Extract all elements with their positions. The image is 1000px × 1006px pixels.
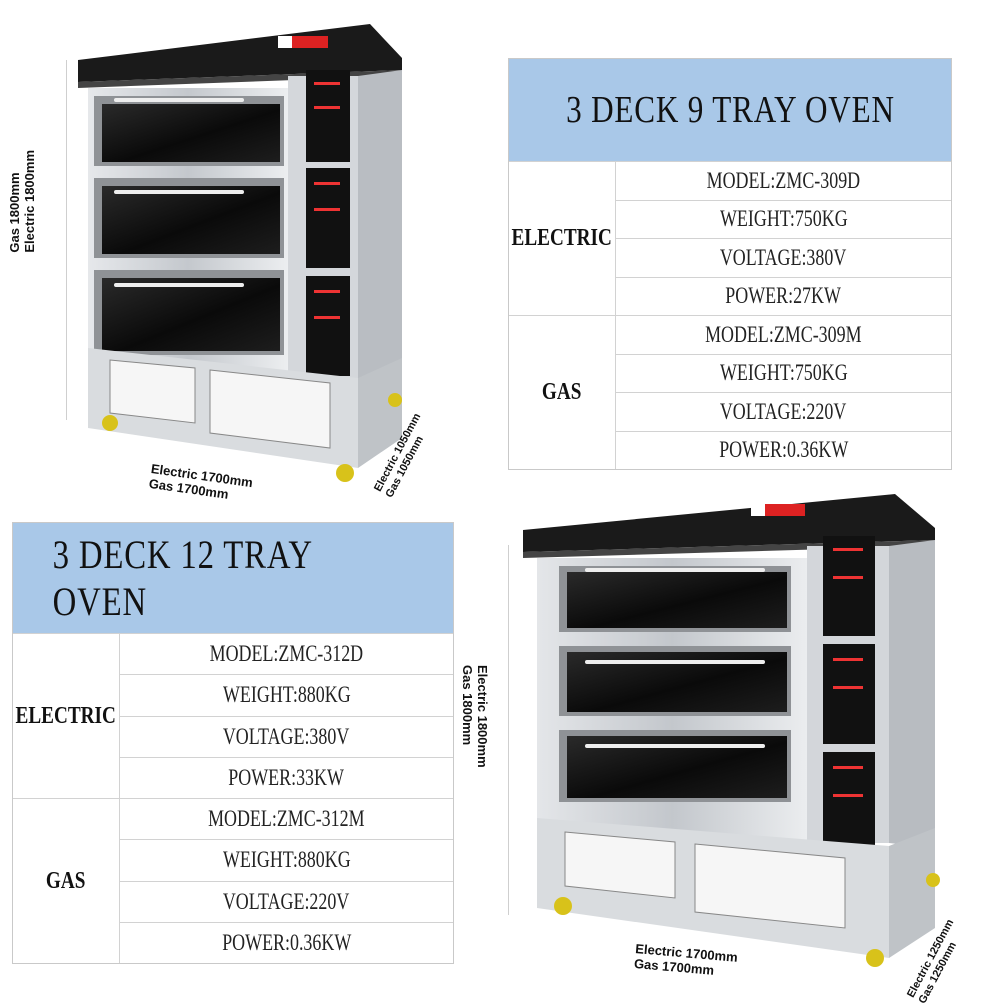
weight-value: WEIGHT:750KG [719,360,848,386]
electric-group: ELECTRIC MODEL:ZMC-309D WEIGHT:750KG VOL… [509,161,951,315]
gas-group: GAS MODEL:ZMC-309M WEIGHT:750KG VOLTAGE:… [509,315,951,469]
spec-row: POWER:0.36KW [616,430,951,470]
gas-label: GAS [13,799,120,963]
weight-value: WEIGHT:750KG [719,206,848,232]
oven9-height-label: Gas 1800mm Electric 1800mm [7,150,38,253]
spec-row: MODEL:ZMC-312M [120,799,453,839]
height-dim-line [66,60,67,420]
electric-label: ELECTRIC [13,634,120,798]
oven-12-tray-illustration [523,494,940,967]
power-value: POWER:0.36KW [718,437,849,463]
spec-row: VOLTAGE:380V [120,715,453,757]
caster-wheel-icon [554,873,940,967]
power-value: POWER:0.36KW [221,929,352,955]
electric-group: ELECTRIC MODEL:ZMC-312D WEIGHT:880KG VOL… [13,633,453,798]
voltage-value: VOLTAGE:380V [720,244,847,270]
electric-label-text: ELECTRIC [511,225,613,251]
caster-wheel-icon [102,393,402,482]
power-value: POWER:27KW [725,283,842,309]
spec-row: MODEL:ZMC-309M [616,316,951,354]
spec-row: MODEL:ZMC-309D [616,162,951,200]
voltage-value: VOLTAGE:380V [223,723,350,749]
voltage-value: VOLTAGE:220V [720,398,847,424]
electric-label: ELECTRIC [509,162,616,315]
spec-row: WEIGHT:750KG [616,353,951,393]
spec-title: 3 DECK 12 TRAY OVEN [13,523,453,633]
gas-label-text: GAS [542,379,582,405]
spec-title-text: 3 DECK 12 TRAY OVEN [52,532,312,624]
spec-row: WEIGHT:880KG [120,674,453,715]
voltage-value: VOLTAGE:220V [223,888,350,914]
oven12-width-label: Electric 1700mm Gas 1700mm [633,941,738,981]
weight-value: WEIGHT:880KG [222,847,351,873]
spec-row: POWER:33KW [120,756,453,798]
oven9-height-electric: Electric 1800mm [21,150,37,253]
model-value: MODEL:ZMC-309D [706,167,861,193]
spec-row: POWER:0.36KW [120,921,453,963]
spec-row: WEIGHT:750KG [616,199,951,239]
oven-9-tray-illustration [78,24,402,482]
model-value: MODEL:ZMC-309M [705,321,862,347]
control-panel-icon [306,70,350,376]
height-dim-line [508,545,509,915]
model-value: MODEL:ZMC-312D [209,641,364,667]
gas-label: GAS [509,316,616,469]
spec-title-text: 3 DECK 9 TRAY OVEN [565,89,895,131]
oven12-height-label: Electric 1800mm Gas 1800mm [459,665,490,768]
spec-table-9-tray: 3 DECK 9 TRAY OVEN ELECTRIC MODEL:ZMC-30… [508,58,952,470]
spec-table-12-tray: 3 DECK 12 TRAY OVEN ELECTRIC MODEL:ZMC-3… [12,522,454,964]
spec-row: MODEL:ZMC-312D [120,634,453,674]
spec-row: VOLTAGE:220V [616,392,951,431]
model-value: MODEL:ZMC-312M [208,806,365,832]
spec-title: 3 DECK 9 TRAY OVEN [509,59,951,161]
spec-row: VOLTAGE:380V [616,238,951,277]
spec-row: POWER:27KW [616,276,951,316]
spec-row: WEIGHT:880KG [120,839,453,880]
weight-value: WEIGHT:880KG [222,682,351,708]
control-panel-icon [823,536,875,852]
oven9-height-gas: Gas 1800mm [7,172,22,253]
oven12-height-electric: Electric 1800mm [474,665,490,768]
power-value: POWER:33KW [228,764,345,790]
spec-row: VOLTAGE:220V [120,880,453,922]
gas-label-text: GAS [46,867,86,894]
oven12-height-gas: Gas 1800mm [459,665,475,746]
electric-label-text: ELECTRIC [15,702,117,729]
gas-group: GAS MODEL:ZMC-312M WEIGHT:880KG VOLTAGE:… [13,798,453,963]
